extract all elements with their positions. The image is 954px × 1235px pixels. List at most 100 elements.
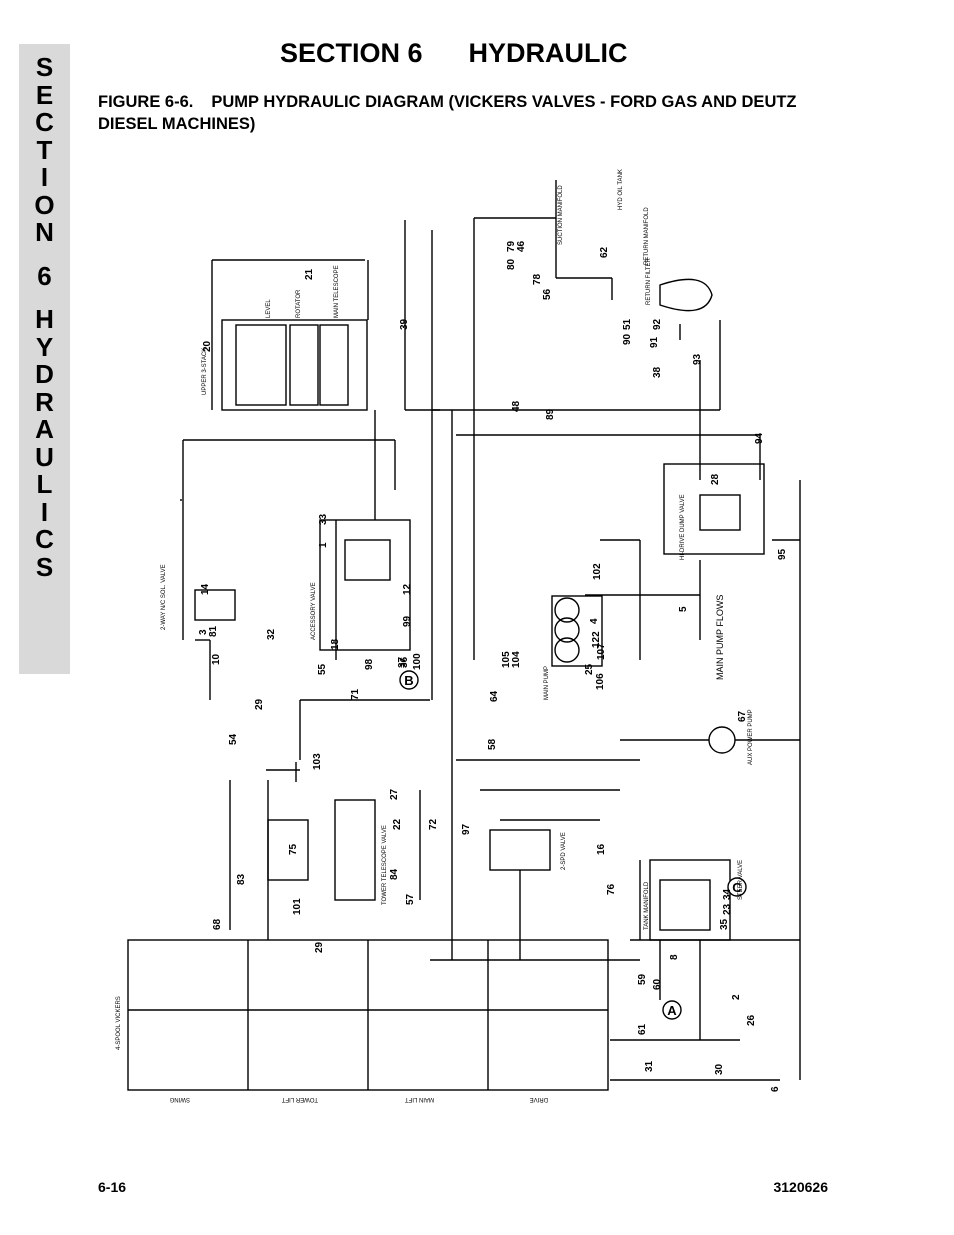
- line-number-label: 6: [770, 1086, 781, 1092]
- label-4-spool-vickers: 4-SPOOL VICKERS: [116, 996, 122, 1050]
- line-number-label: 34: [722, 888, 733, 900]
- line-number-label: 23: [722, 903, 733, 915]
- page-title: SECTION 6 HYDRAULIC: [280, 38, 628, 69]
- line-number-label: 99: [402, 615, 413, 627]
- line-number-label: 32: [266, 628, 277, 640]
- side-tab-letter: S: [35, 551, 54, 582]
- side-tab-letter: U: [35, 441, 54, 472]
- label-upper-3-stack: UPPER 3-STACK: [202, 348, 208, 395]
- line-number-label: 14: [200, 583, 211, 595]
- line-number-label: 60: [652, 978, 663, 990]
- line-number-label: 2: [731, 994, 742, 1000]
- label-main-lift: MAIN LIFT: [405, 1096, 434, 1102]
- line-number-label: 5: [678, 606, 689, 612]
- line-number-label: 122: [591, 631, 602, 648]
- line-number-label: 39: [399, 318, 410, 330]
- line-number-label: 55: [317, 663, 328, 675]
- callout-c: C: [732, 880, 742, 895]
- line-number-label: 71: [350, 688, 361, 700]
- side-tab-letter: Y: [35, 331, 54, 362]
- side-tab-letter: N: [35, 217, 54, 247]
- side-tab-letter: E: [35, 79, 54, 110]
- side-tab-letter: H: [35, 304, 54, 334]
- line-number-label: 72: [428, 818, 439, 830]
- side-tab-letter: I: [40, 496, 49, 527]
- line-number-label: 93: [692, 353, 703, 365]
- line-number-label: 91: [649, 336, 660, 348]
- line-number-label: 29: [254, 698, 265, 710]
- line-number-label: 4: [589, 618, 600, 624]
- line-number-label: 56: [542, 288, 553, 300]
- line-number-label: 83: [236, 873, 247, 885]
- callout-a: A: [667, 1003, 677, 1018]
- line-number-label: 80: [506, 258, 517, 270]
- line-number-label: 10: [211, 653, 222, 665]
- label-main-telescope: MAIN TELESCOPE: [334, 265, 340, 318]
- line-number-label: 1: [318, 542, 329, 548]
- label-suction-manifold: SUCTION MANIFOLD: [558, 185, 564, 245]
- label-steer-valve: STEER VALVE: [738, 860, 744, 900]
- line-number-label: 25: [584, 663, 595, 675]
- line-number-label: 76: [606, 883, 617, 895]
- line-number-label: 58: [487, 738, 498, 750]
- line-number-label: 107: [596, 643, 607, 660]
- line-number-label: 92: [652, 318, 663, 330]
- line-number-label: 28: [710, 473, 721, 485]
- line-number-label: 30: [714, 1063, 725, 1075]
- section-title: HYDRAULIC: [468, 38, 628, 68]
- line-number-label: 38: [652, 366, 663, 378]
- line-number-label: 29: [314, 941, 325, 953]
- figure-caption-text: PUMP HYDRAULIC DIAGRAM (VICKERS VALVES -…: [98, 93, 797, 133]
- side-tab-letter: O: [34, 189, 55, 220]
- line-number-label: 12: [402, 583, 413, 595]
- line-number-label: 75: [288, 843, 299, 855]
- label-rotator: ROTATOR: [296, 289, 302, 318]
- document-number: 3120626: [773, 1179, 828, 1195]
- line-number-label: 57: [405, 893, 416, 905]
- line-number-label: 54: [228, 733, 239, 745]
- label-hyd-oil-tank: HYD OIL TANK: [618, 169, 624, 210]
- label-swing: SWING: [169, 1096, 190, 1102]
- page-number: 6-16: [98, 1179, 127, 1195]
- line-number-label: 64: [489, 690, 500, 702]
- line-number-label: 98: [364, 658, 375, 670]
- line-number-label: 84: [389, 868, 400, 880]
- line-number-label: 89: [545, 408, 556, 420]
- label-level: LEVEL: [266, 299, 272, 318]
- line-number-label: 90: [622, 333, 633, 345]
- line-number-label: 31: [644, 1060, 655, 1072]
- line-number-label: 103: [312, 753, 323, 770]
- line-number-label: 51: [622, 318, 633, 330]
- label-tank-manifold: TANK MANIFOLD: [644, 881, 650, 930]
- line-number-label: 79: [506, 240, 517, 252]
- section-label: SECTION 6: [280, 38, 423, 68]
- line-number-label: 20: [202, 340, 213, 352]
- label-2-way-valve: 2-WAY N/C SOL. VALVE: [161, 564, 167, 630]
- figure-number: FIGURE 6-6.: [98, 93, 194, 111]
- line-number-label: 46: [516, 240, 527, 252]
- side-tab-letter: L: [36, 469, 53, 499]
- line-number-label: 18: [330, 638, 341, 650]
- side-tab-letter: C: [35, 107, 54, 137]
- line-number-label: 102: [592, 563, 603, 580]
- line-number-label: 68: [212, 918, 223, 930]
- label-tower-telescope-valve: TOWER TELESCOPE VALVE: [382, 825, 388, 905]
- label-hi-drive-dump-valve: HI-DRIVE DUMP VALVE: [680, 494, 686, 560]
- side-tab-letter: 6: [37, 260, 52, 291]
- side-tab-letter: S: [35, 52, 54, 82]
- figure-caption: FIGURE 6-6.PUMP HYDRAULIC DIAGRAM (VICKE…: [98, 91, 858, 135]
- label-aux-power-pump: AUX POWER PUMP: [748, 709, 754, 765]
- side-tab-letter: D: [35, 359, 54, 389]
- label-return-filter: RETURN FILTER: [646, 257, 652, 305]
- line-number-label: 36: [399, 656, 410, 668]
- side-tab-letter: R: [35, 386, 54, 417]
- line-number-label: 81: [208, 625, 219, 637]
- line-number-label: 16: [596, 843, 607, 855]
- line-number-label: 33: [318, 513, 329, 525]
- line-number-label: 59: [637, 973, 648, 985]
- line-number-label: 8: [669, 954, 680, 960]
- side-tab-letter: T: [36, 134, 53, 165]
- line-number-label: 27: [389, 788, 400, 800]
